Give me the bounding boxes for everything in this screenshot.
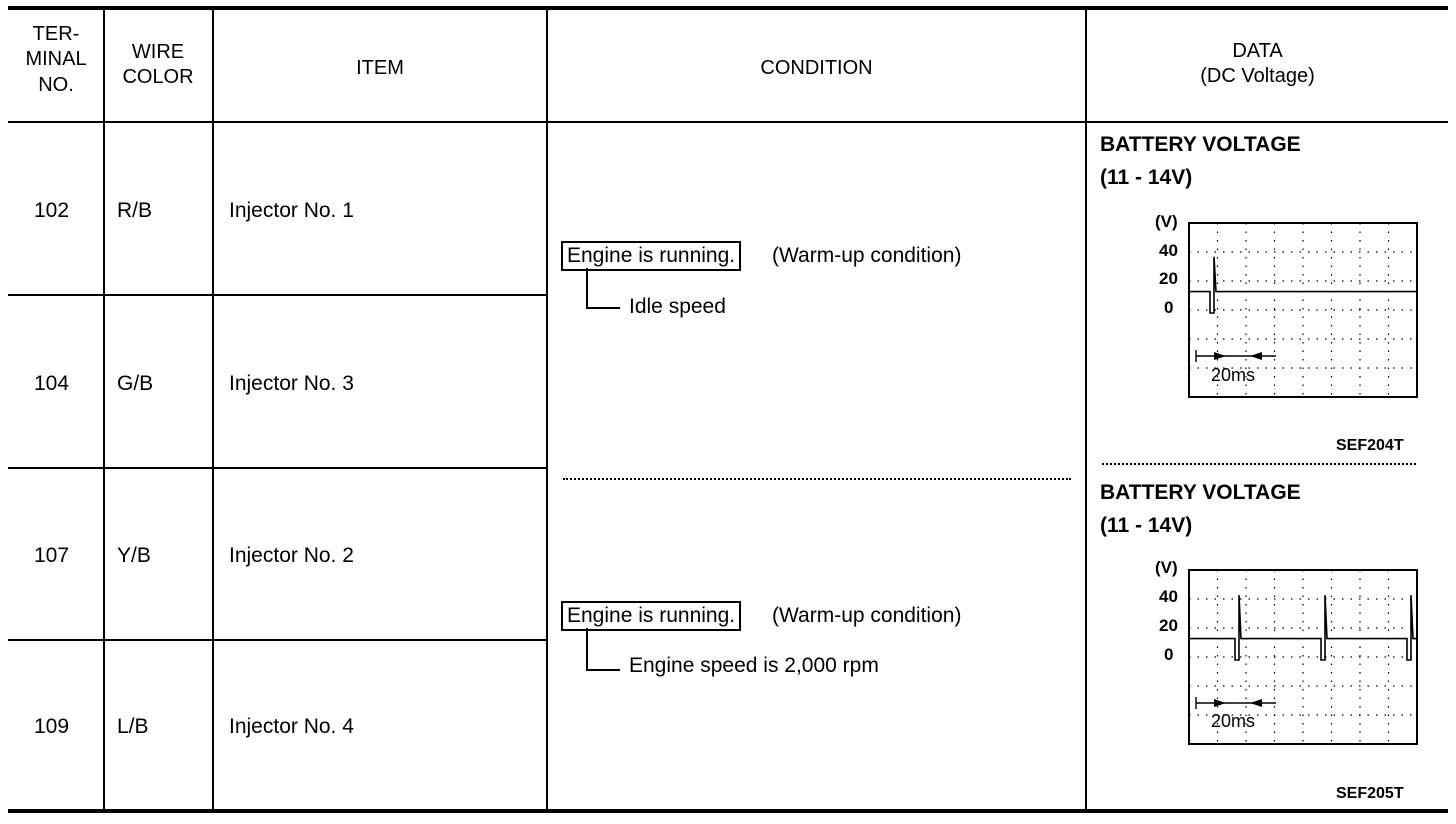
item-cell: Injector No. 3: [229, 372, 354, 395]
header-terminal-no: TER- MINAL NO.: [10, 22, 102, 98]
wire-color-cell: G/B: [117, 372, 154, 395]
row-divider-2: [8, 467, 548, 469]
col-divider-2: [212, 8, 214, 811]
header-wire-line-2: COLOR: [122, 66, 194, 89]
y-tick-label: 20: [1159, 616, 1178, 635]
time-scale-arrow-left: [1214, 352, 1226, 360]
condition-boxed-label: Engine is running.: [561, 241, 742, 272]
y-tick-label: 20: [1159, 269, 1178, 288]
oscilloscope-trace-2: [1188, 569, 1418, 745]
header-terminal-line-3: NO.: [38, 73, 74, 96]
condition-note: (Warm-up condition): [772, 244, 962, 267]
figure-code: SEF205T: [1336, 785, 1404, 802]
row-divider-1: [8, 294, 548, 296]
header-terminal-line-2: MINAL: [25, 48, 87, 71]
header-data: DATA (DC Voltage): [1087, 39, 1428, 90]
data-range: (11 - 14V): [1100, 166, 1193, 189]
y-tick-label: 40: [1159, 241, 1178, 260]
y-tick-label: 40: [1159, 587, 1178, 606]
data-range: (11 - 14V): [1100, 514, 1193, 537]
time-scale-arrow-left: [1214, 699, 1226, 707]
condition-bracket-icon: [586, 268, 620, 309]
terminal-cell: 109: [34, 715, 70, 738]
col-divider-4: [1085, 8, 1087, 811]
data-title: BATTERY VOLTAGE: [1100, 133, 1301, 156]
scope-waveform: [1189, 256, 1417, 314]
header-data-line-2: (DC Voltage): [1200, 65, 1315, 88]
y-tick-label: 0: [1164, 645, 1174, 664]
scope-waveform: [1189, 595, 1417, 661]
item-cell: Injector No. 2: [229, 544, 354, 567]
terminal-cell: 107: [34, 544, 70, 567]
item-cell: Injector No. 1: [229, 199, 354, 222]
time-scale-label: 20ms: [1211, 365, 1256, 385]
col-divider-1: [103, 8, 105, 811]
header-item: ITEM: [356, 57, 404, 79]
table-bottom-rule: [8, 809, 1448, 813]
terminal-cell: 102: [34, 199, 70, 222]
condition-bracket-icon: [586, 628, 620, 671]
header-wire-color: WIRE COLOR: [105, 40, 211, 91]
condition-sub: Engine speed is 2,000 rpm: [629, 654, 879, 677]
header-data-line-1: DATA: [1232, 40, 1283, 62]
oscilloscope-trace-1: [1188, 222, 1418, 398]
condition-boxed-label: Engine is running.: [561, 601, 742, 632]
y-unit-label: (V): [1155, 212, 1178, 231]
item-cell: Injector No. 4: [229, 715, 354, 738]
col-divider-3: [546, 8, 548, 811]
y-tick-label: 0: [1164, 298, 1174, 317]
header-bottom-rule: [8, 121, 1448, 123]
figure-code: SEF204T: [1336, 437, 1404, 454]
table-top-rule: [8, 6, 1448, 10]
time-scale-arrow-right: [1250, 352, 1262, 360]
y-unit-label: (V): [1155, 558, 1178, 577]
header-condition: CONDITION: [760, 57, 873, 79]
header-wire-line-1: WIRE: [131, 41, 185, 63]
condition-note: (Warm-up condition): [772, 604, 962, 627]
terminal-cell: 104: [34, 372, 70, 395]
condition-dotted-divider: [563, 478, 1071, 480]
data-dotted-divider: [1102, 463, 1416, 465]
header-terminal-line-1: TER-: [32, 23, 80, 45]
wire-color-cell: L/B: [117, 715, 149, 738]
data-title: BATTERY VOLTAGE: [1100, 481, 1301, 504]
time-scale-arrow-right: [1250, 699, 1262, 707]
row-divider-3: [8, 639, 548, 641]
time-scale-label: 20ms: [1211, 711, 1256, 731]
wire-color-cell: R/B: [117, 199, 153, 222]
condition-sub: Idle speed: [629, 295, 726, 318]
wire-color-cell: Y/B: [117, 544, 151, 567]
